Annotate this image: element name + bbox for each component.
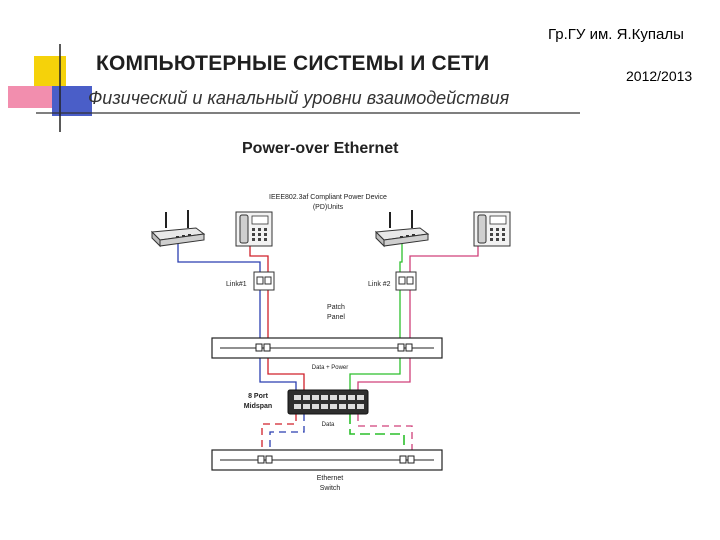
router-1-icon xyxy=(150,210,206,248)
patch-panel-label-line1: Patch xyxy=(327,304,345,311)
switch-label-line2: Switch xyxy=(320,485,341,492)
ethernet-switch-icon xyxy=(211,449,443,471)
wire-patch-midspan-blue xyxy=(259,352,297,390)
pd-units-label-line1: IEEE802.3af Compliant Power Device xyxy=(269,194,387,201)
data-label: Data xyxy=(322,422,335,428)
wall-jack-link1-icon xyxy=(253,271,275,291)
course-title: КОМПЬЮТЕРНЫЕ СИСТЕМЫ И СЕТИ xyxy=(96,52,490,75)
wire-midspan-switch-green xyxy=(349,414,405,456)
midspan-icon xyxy=(287,389,369,415)
patch-panel-label-line2: Panel xyxy=(327,314,345,321)
midspan-label-line1: 8 Port xyxy=(248,393,269,400)
wire-midspan-switch-magenta xyxy=(357,414,413,456)
wire-router2-link2 xyxy=(399,238,403,274)
link2-label: Link #2 xyxy=(368,281,391,288)
diagram-title: Power-over Ethernet xyxy=(242,140,399,157)
wire-phone2-link2 xyxy=(409,246,479,274)
university-name: Гр.ГУ им. Я.Купалы xyxy=(548,26,684,43)
switch-label-line1: Ethernet xyxy=(317,475,344,482)
topic-subtitle: Физический и канальный уровни взаимодейс… xyxy=(88,88,510,108)
ip-phone-2-icon xyxy=(473,211,511,247)
wire-router1-link1 xyxy=(177,238,261,274)
academic-year: 2012/2013 xyxy=(626,68,693,84)
wire-patch-midspan-red xyxy=(267,352,305,390)
wire-midspan-switch-red xyxy=(261,414,297,456)
data-power-label: Data + Power xyxy=(312,365,349,371)
pd-units-label-line2: (PD)Units xyxy=(313,204,344,211)
wire-phone1-link1 xyxy=(249,246,269,274)
wire-midspan-switch-blue xyxy=(269,414,305,456)
wall-jack-link2-icon xyxy=(395,271,417,291)
decor-pink-square xyxy=(8,86,52,108)
decor-blue-square xyxy=(52,86,92,116)
wire-patch-midspan-green xyxy=(349,352,401,390)
patch-panel-icon xyxy=(211,337,443,359)
link1-label: Link#1 xyxy=(226,281,247,288)
wire-patch-midspan-magenta xyxy=(357,352,411,390)
midspan-label-line2: Midspan xyxy=(244,403,272,410)
router-2-icon xyxy=(374,210,430,248)
ip-phone-1-icon xyxy=(235,211,273,247)
